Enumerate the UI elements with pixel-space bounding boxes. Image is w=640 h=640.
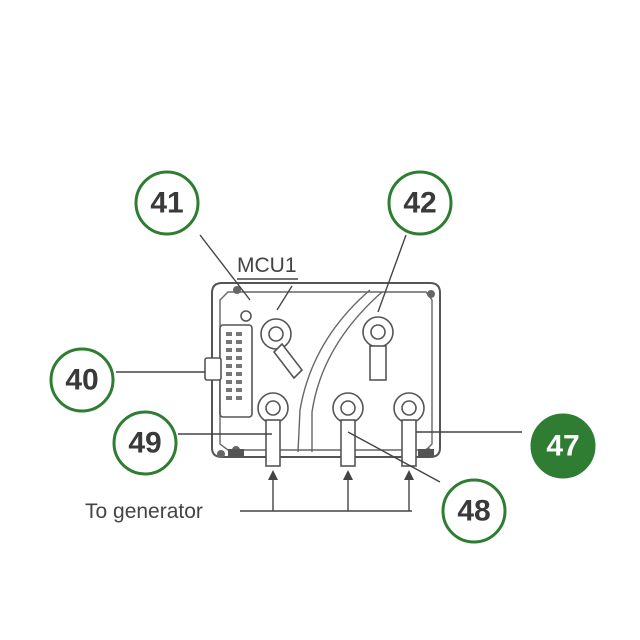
callout-41: 41 (134, 170, 200, 236)
generator-label: To generator (85, 500, 203, 523)
svg-text:40: 40 (65, 364, 98, 397)
terminal-47 (393, 392, 425, 467)
terminal-49 (257, 392, 289, 467)
callout-47: 47 (530, 413, 596, 479)
leader-41 (199, 234, 251, 301)
terminal-41 (260, 318, 304, 380)
svg-text:42: 42 (403, 187, 436, 220)
leader-42 (377, 234, 407, 313)
svg-text:41: 41 (150, 187, 183, 220)
generator-lines (240, 470, 414, 512)
connector-pins (226, 332, 242, 400)
callout-48: 48 (441, 478, 507, 544)
connector-block (204, 310, 253, 418)
svg-text:47: 47 (546, 430, 579, 463)
leader-48 (347, 431, 441, 483)
svg-text:48: 48 (457, 495, 490, 528)
callout-42: 42 (387, 170, 453, 236)
terminal-42 (362, 316, 394, 381)
svg-text:49: 49 (128, 427, 161, 460)
callout-49: 49 (112, 410, 178, 476)
callout-40: 40 (49, 347, 115, 413)
mcu-label: MCU1 (237, 254, 297, 277)
terminal-48 (332, 392, 364, 467)
